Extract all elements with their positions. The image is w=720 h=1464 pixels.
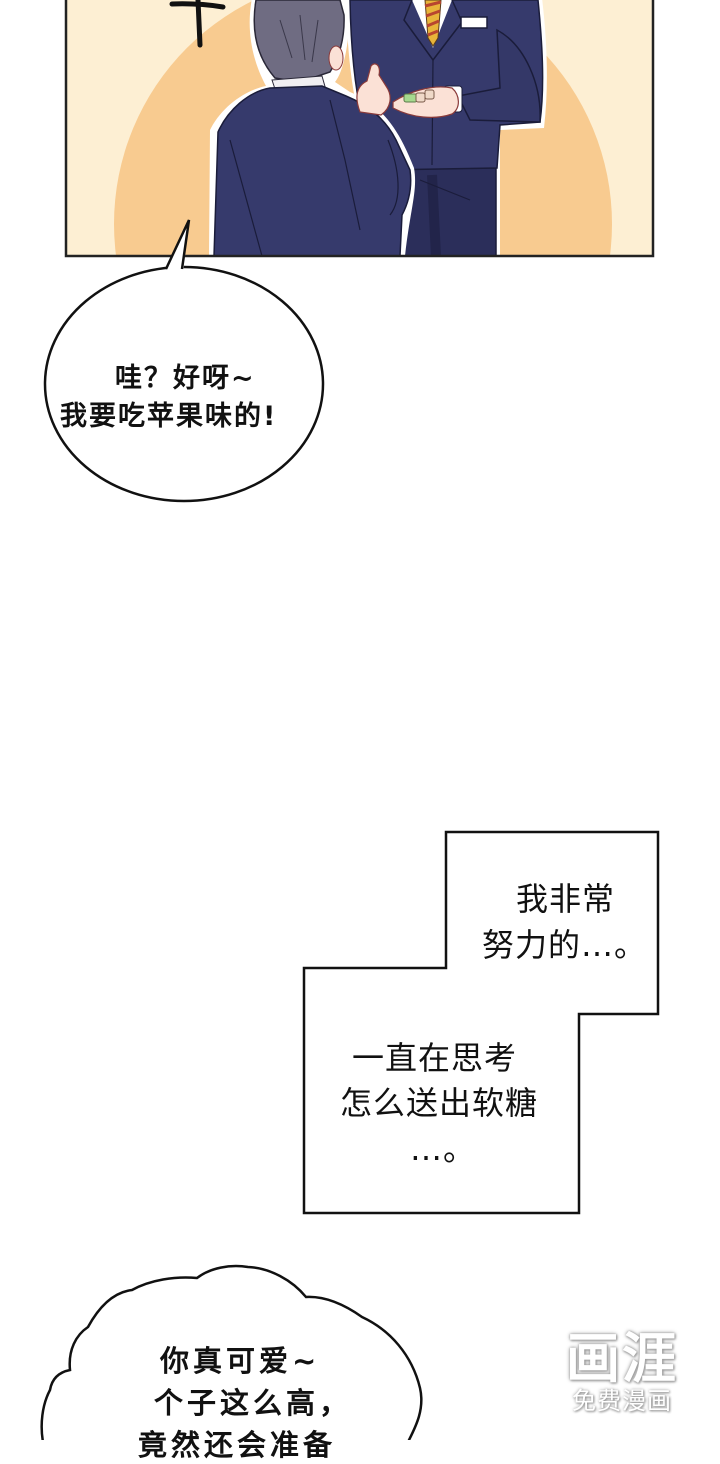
thumbs-up-hand — [356, 63, 391, 116]
speech-bubble-1 — [43, 219, 325, 503]
sfx-brush-stroke — [169, 0, 226, 48]
cloud-bubble-line-2: 个子这么高， — [154, 1386, 353, 1420]
name-badge — [460, 16, 488, 29]
candies — [403, 89, 435, 103]
narration-top-line-2: 努力的…。 — [482, 926, 648, 964]
speech-bubble-line-2: 我要吃苹果味的! — [60, 401, 278, 432]
speech-bubble-line-1: 哇？好呀~ — [115, 363, 256, 394]
watermark-logo: 画涯 — [566, 1327, 678, 1390]
panel-border — [64, 0, 655, 258]
narration-bottom-line-2: 怎么送出软糖 — [340, 1084, 539, 1122]
watermark-tagline: 免费漫画 — [572, 1387, 672, 1415]
narration-bottom-line-3: …。 — [410, 1130, 477, 1168]
cloud-bubble-line-1: 你真可爱~ — [160, 1344, 321, 1378]
narration-bottom-line-1: 一直在思考 — [352, 1039, 518, 1077]
boy-character — [209, 0, 416, 256]
cloud-bubble — [40, 1264, 423, 1440]
narration-box — [302, 830, 660, 1215]
cloud-bubble-line-3: 竟然还会准备 — [138, 1428, 337, 1462]
narration-top-line-1: 我非常 — [516, 880, 616, 918]
